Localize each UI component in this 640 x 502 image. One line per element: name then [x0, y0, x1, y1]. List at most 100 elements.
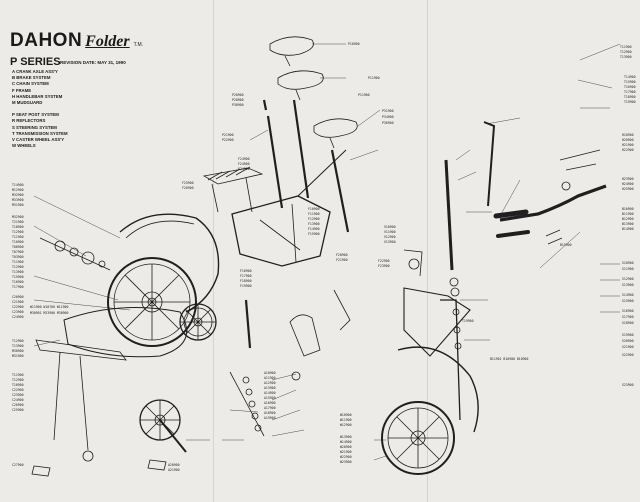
part-label: P11900: [368, 76, 380, 80]
legend-item: B BRAKE SYSTEM: [12, 75, 51, 81]
part-label: A14900: [264, 391, 276, 395]
part-label: M31900: [12, 203, 24, 207]
part-label: A19900: [264, 416, 276, 420]
part-label: B11900: [622, 212, 634, 216]
leader-lines: [33, 43, 621, 461]
part-label: T10900: [12, 383, 24, 387]
seatpost-1: [262, 99, 284, 209]
part-label: H10900: [622, 133, 634, 137]
kickstand: [35, 339, 127, 361]
caster-labels: V10900 V11900 V12900 V13900 T19900: [384, 225, 474, 323]
part-label: W22900: [340, 455, 352, 459]
part-label: F26900: [182, 186, 194, 190]
part-label: S18900: [622, 321, 634, 325]
part-label: T19900: [624, 100, 636, 104]
rear-mudguard-inner: [125, 220, 195, 239]
part-label: F13900: [308, 222, 320, 226]
bottom-center-labels: A10900 A11900 A12900 A13900 A14900 A1590…: [168, 371, 276, 472]
legend-item: A CRANK AXLE ASS'Y: [12, 69, 58, 74]
chain-guard: [63, 307, 188, 358]
part-label: F11900: [308, 212, 320, 216]
middle-row-labels: W11900 W10760 W11900 M30901 M23900 M3090…: [30, 305, 528, 361]
part-label: T14900: [624, 75, 636, 79]
part-label: F23900: [378, 264, 390, 268]
part-label: V11900: [384, 230, 396, 234]
part-label: T19900: [462, 319, 474, 323]
part-label: T16900: [624, 85, 636, 89]
part-label: W12900: [340, 423, 352, 427]
part-label: P10900: [348, 42, 360, 46]
part-label: A16900: [264, 401, 276, 405]
part-label: T15900: [12, 275, 24, 279]
bottom-right-labels: W10900 W11900 W12900 W13900 W14900 W2090…: [340, 413, 352, 464]
part-label: F16900: [240, 269, 252, 273]
part-label: F20900: [336, 253, 348, 257]
part-label: M31900: [12, 354, 24, 358]
part-label: T15900: [624, 80, 636, 84]
part-label: C20900: [12, 295, 24, 299]
part-label: W20900: [340, 445, 352, 449]
part-label: S10900: [622, 261, 634, 265]
part-label: T11900: [12, 373, 24, 377]
part-label: S23900: [622, 383, 634, 387]
part-label: A13900: [264, 386, 276, 390]
part-label: T17900: [12, 285, 24, 289]
part-label: T11900: [620, 45, 632, 49]
part-label: T18900: [624, 95, 636, 99]
part-label: A15900: [264, 396, 276, 400]
part-label: B12900: [622, 217, 634, 221]
part-label: F19900: [240, 284, 252, 288]
part-label: H20900: [622, 138, 634, 142]
part-label: P21900: [222, 133, 234, 137]
part-label: T03900: [12, 255, 24, 259]
part-label: H21900: [622, 143, 634, 147]
part-label: A12900: [264, 381, 276, 385]
main-frame: [231, 149, 347, 267]
trademark: T.M.: [133, 42, 144, 48]
part-label: V12900: [384, 235, 396, 239]
crankset: [139, 399, 187, 471]
part-label: W11900: [340, 418, 352, 422]
part-label: C22900: [12, 305, 24, 309]
legend-item: M MUDGUARD: [12, 100, 43, 106]
part-label: S16900: [622, 309, 634, 313]
part-label: M32900: [12, 193, 24, 197]
part-label: B10900: [622, 207, 634, 211]
part-label: T21900: [12, 220, 24, 224]
part-label: T12900: [620, 50, 632, 54]
right-lower-labels: S10900 S11900 S12900 S13900 S14900 S1590…: [622, 261, 634, 387]
legend-item: T TRANSMISSION SYSTEM: [12, 130, 68, 136]
part-label: F24900: [238, 162, 250, 166]
page-fold: [427, 0, 428, 502]
part-label: C22900: [12, 388, 24, 392]
revision-date: REVISION DATE: MAY 31, 1990: [60, 60, 126, 65]
part-label: T12900: [12, 230, 24, 234]
part-label: A11900: [264, 376, 276, 380]
rear-mudguard: [119, 213, 220, 313]
part-label: W14900: [340, 440, 352, 444]
left-lower-labels: T12900 T13900 M30900 M31900 T11900 T1290…: [12, 339, 24, 467]
part-label: T13900: [620, 55, 632, 59]
right-column-labels: T11900 T12900 T13900 T14900 T15900 T1690…: [560, 45, 636, 247]
saddle-1: [269, 36, 314, 67]
part-label: P34900: [382, 115, 394, 119]
part-label: C24900: [12, 315, 24, 319]
part-label: T07900: [12, 250, 24, 254]
part-label: S21900: [622, 345, 634, 349]
part-label: S13900: [622, 283, 634, 287]
part-label: C21900: [12, 300, 24, 304]
part-label: C23900: [12, 310, 24, 314]
part-label: F18900: [240, 279, 252, 283]
part-label: S19900: [622, 333, 634, 337]
part-label: M30900: [12, 349, 24, 353]
series-title: P SERIES: [10, 56, 61, 68]
part-label: T13900: [12, 270, 24, 274]
seatpost-3: [330, 149, 350, 233]
pedal-left: [31, 465, 51, 477]
folding-arm: [403, 287, 471, 357]
part-label: M33900: [12, 198, 24, 202]
page-fold: [213, 0, 214, 502]
part-label: P31900: [382, 109, 394, 113]
part-label: S20900: [622, 339, 634, 343]
part-label: F21900: [336, 258, 348, 262]
